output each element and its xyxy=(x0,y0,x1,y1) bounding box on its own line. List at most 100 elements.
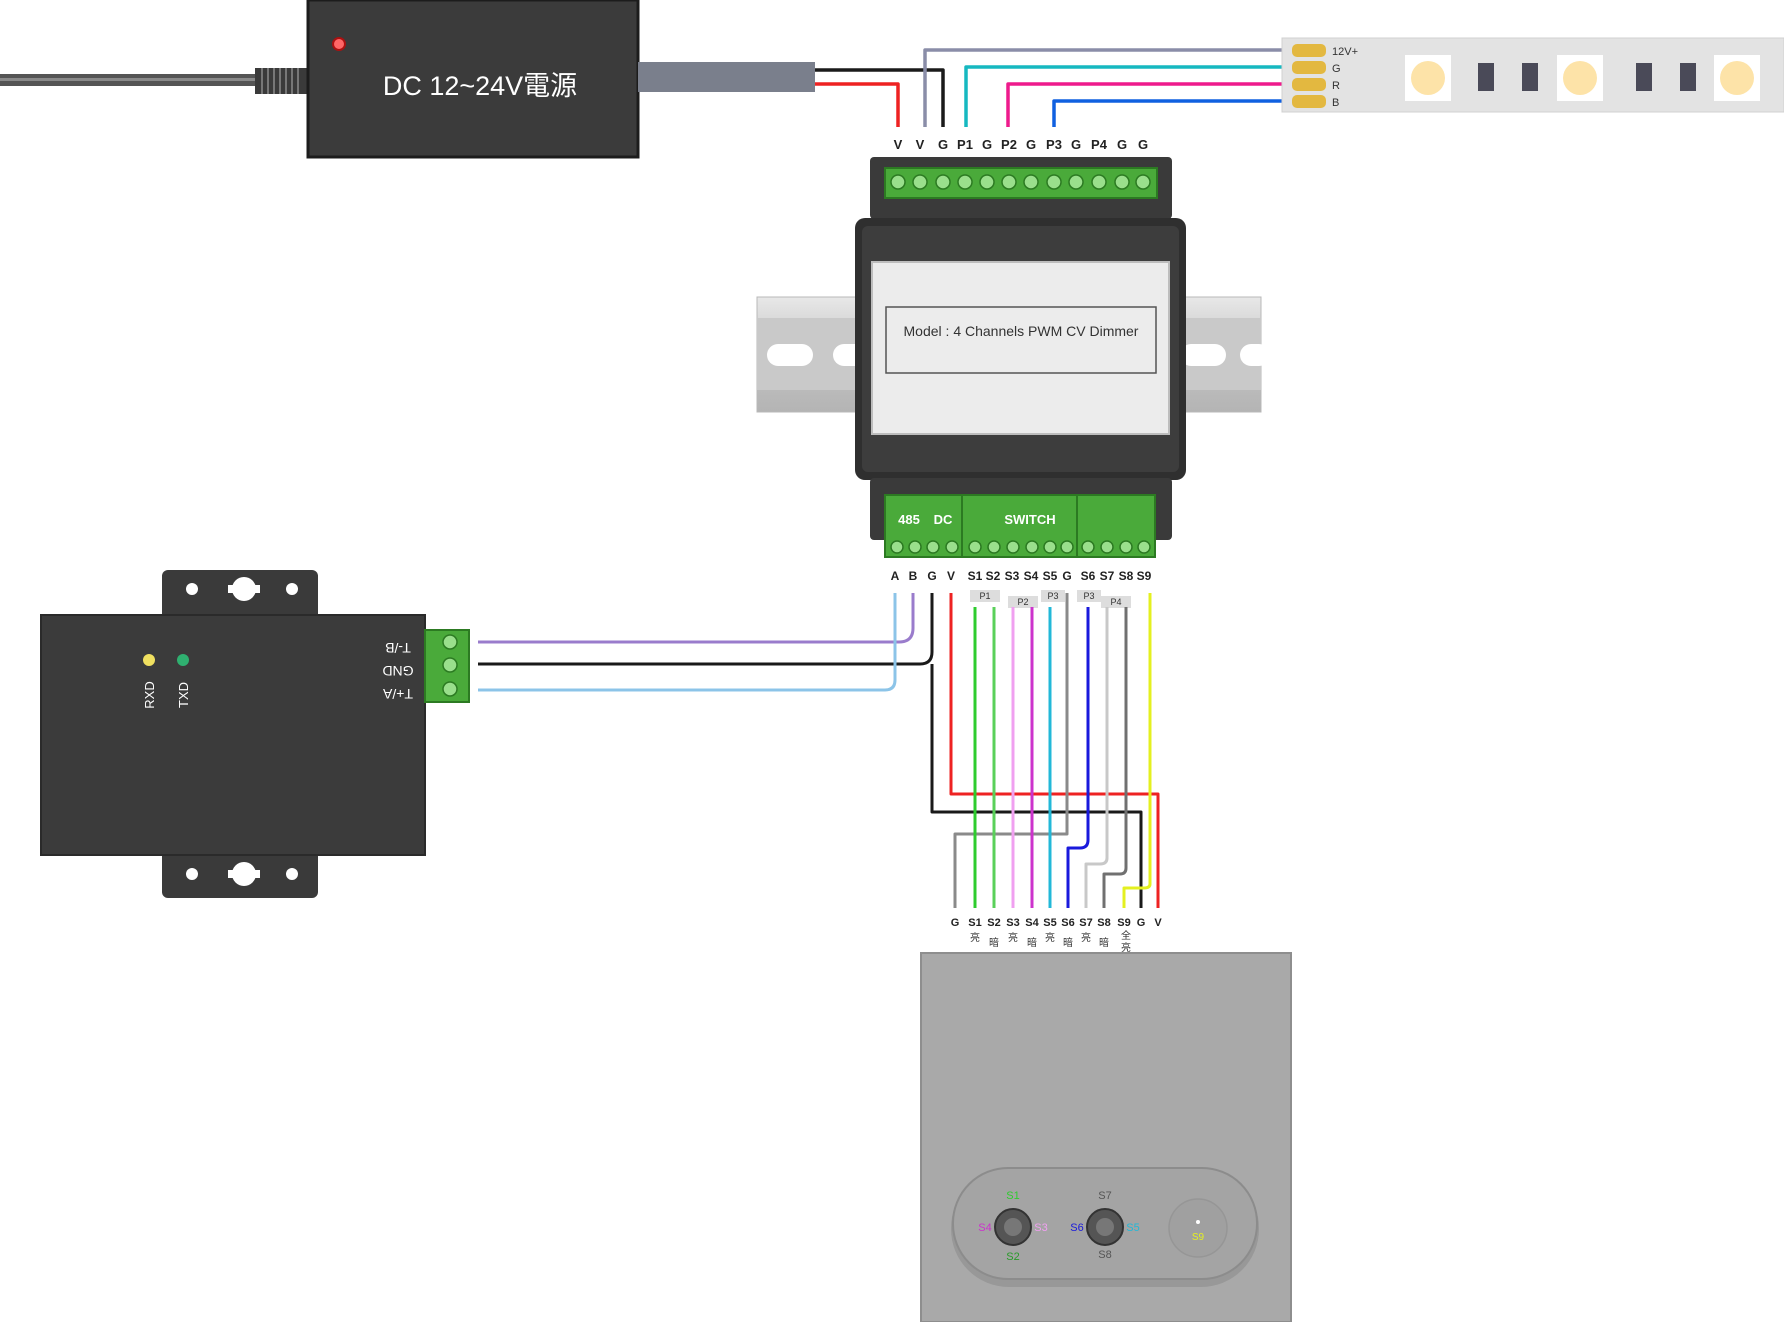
wire-s9 xyxy=(1122,593,1152,908)
bottom-terminal-label: S6 xyxy=(1081,569,1096,583)
bottom-terminal-label: G xyxy=(927,569,936,583)
wire-black-g485 xyxy=(478,593,934,666)
switch-terminal-label: S8 xyxy=(1097,917,1110,929)
top-terminal-label: V xyxy=(894,137,903,152)
switch-terminal-label: S2 xyxy=(987,917,1000,929)
wire-blue-b xyxy=(1052,99,1290,127)
top-terminal-label: V xyxy=(916,137,925,152)
converter-pin-label: T+/A xyxy=(382,686,413,702)
bottom-terminal-label: V xyxy=(947,569,955,583)
switch-note: 亮 xyxy=(1045,931,1055,944)
bottom-terminal-label: G xyxy=(1062,569,1071,583)
bottom-terminal-label: S8 xyxy=(1119,569,1134,583)
panel-label-s2: S2 xyxy=(1006,1251,1019,1263)
switch-note: 暗 xyxy=(989,936,999,949)
top-terminal-label: G xyxy=(938,137,948,152)
led-strip: 12V+ G R B xyxy=(1281,37,1784,113)
bottom-terminal-label: A xyxy=(891,569,900,583)
converter-body xyxy=(40,614,426,856)
dimmer-bottom-labels: A B G V S1 S2 S3 S4 S5 G S6 S7 S8 S9 xyxy=(891,569,1152,583)
dimmer-label-panel xyxy=(871,261,1170,435)
group-tag: P2 xyxy=(1017,597,1028,607)
switch-terminal-labels: G S1 S2 S3 S4 S5 S6 S7 S8 S9 G V xyxy=(951,917,1163,929)
panel-label-s9: S9 xyxy=(1192,1232,1205,1243)
s9-button-icon[interactable] xyxy=(1168,1198,1228,1258)
top-terminal-label: G xyxy=(1117,137,1127,152)
group-tag: P1 xyxy=(979,591,990,601)
bottom-terminal-label: S4 xyxy=(1024,569,1039,583)
wire-red-v-switch xyxy=(949,593,1160,908)
switch-terminal-label: S5 xyxy=(1043,917,1056,929)
wire-black-g xyxy=(815,68,945,127)
model-box xyxy=(885,306,1157,374)
top-terminal-label: P1 xyxy=(957,137,973,152)
txd-led-icon xyxy=(177,654,189,666)
panel-label-s4: S4 xyxy=(978,1222,991,1234)
switch-terminal-label: S4 xyxy=(1025,917,1039,929)
panel-label-s6: S6 xyxy=(1070,1222,1083,1234)
switch-wires xyxy=(930,593,1160,908)
wire-black-g-switch xyxy=(930,664,1143,908)
top-terminal-label: G xyxy=(1071,137,1081,152)
top-terminal-label: G xyxy=(1138,137,1148,152)
power-output-cable xyxy=(638,62,815,92)
strip-pin-label: G xyxy=(1332,63,1341,75)
wire-purple-b xyxy=(478,593,915,644)
power-led-icon xyxy=(332,37,346,51)
power-cord-highlight xyxy=(0,78,260,81)
bottom-terminal-label: S2 xyxy=(986,569,1001,583)
switch-terminal-label: G xyxy=(1137,917,1146,929)
section-dc-label: DC xyxy=(934,512,953,527)
converter-pin-label: T-/B xyxy=(385,640,411,656)
top-terminal-label: P3 xyxy=(1046,137,1062,152)
bottom-terminal-label: S1 xyxy=(968,569,983,583)
resistor xyxy=(1636,63,1652,91)
converter-pin-label: GND xyxy=(382,663,413,679)
switch-note: 暗 xyxy=(1063,936,1073,949)
pad-g xyxy=(1292,61,1326,74)
rxd-led-icon xyxy=(143,654,155,666)
bottom-terminal-label: S7 xyxy=(1100,569,1115,583)
right-knob[interactable] xyxy=(1086,1208,1124,1246)
switch-terminal-label: V xyxy=(1154,917,1162,929)
mount-hole-icon xyxy=(186,868,198,880)
switch-terminal-label: S9 xyxy=(1117,917,1130,929)
switch-note: 暗 xyxy=(1099,936,1109,949)
wire-gray-12v xyxy=(923,48,1290,127)
switch-terminal-label: S3 xyxy=(1006,917,1019,929)
switch-note: 暗 xyxy=(1027,936,1037,949)
strip-pin-label: 12V+ xyxy=(1332,46,1358,58)
wire-s8 xyxy=(1102,607,1128,908)
power-supply-label: DC 12~24V電源 xyxy=(383,71,577,101)
group-tags: P1 P2 P3 P3 P4 xyxy=(970,590,1131,608)
section-485-label: 485 xyxy=(898,512,920,527)
dimmer-top-labels: V V G P1 G P2 G P3 G P4 G G xyxy=(894,137,1148,152)
right-knob-center xyxy=(1096,1218,1114,1236)
pad-r xyxy=(1292,78,1326,91)
wire-s6 xyxy=(1066,607,1090,908)
wire-magenta-r xyxy=(1006,82,1290,127)
switch-terminal-label: S6 xyxy=(1061,917,1074,929)
pad-b xyxy=(1292,95,1326,108)
wall-panel: S1 S2 S4 S3 S7 S8 S6 S5 S9 xyxy=(920,952,1292,1322)
s9-button[interactable] xyxy=(1168,1198,1228,1258)
top-terminal-label: P2 xyxy=(1001,137,1017,152)
panel-label-s3: S3 xyxy=(1034,1222,1047,1234)
rs485-converter: RXD TXD T-/B GND T+/A xyxy=(40,570,470,898)
top-terminal-label: G xyxy=(1026,137,1036,152)
section-switch-label: SWITCH xyxy=(1004,512,1055,527)
wire-lightblue-a xyxy=(478,593,897,692)
group-tag-bg xyxy=(1101,596,1131,608)
top-terminal-label: G xyxy=(982,137,992,152)
strip-pin-label: B xyxy=(1332,97,1339,109)
panel-label-s5: S5 xyxy=(1126,1222,1139,1234)
switch-terminal-label: G xyxy=(951,917,960,929)
wire-s7 xyxy=(1084,607,1109,908)
power-supply: DC 12~24V電源 xyxy=(0,0,815,159)
pad-12v xyxy=(1292,44,1326,57)
bottom-terminal-label: B xyxy=(909,569,918,583)
left-knob[interactable] xyxy=(994,1208,1032,1246)
switch-terminal-label: S7 xyxy=(1079,917,1092,929)
mount-hole-icon xyxy=(186,583,198,595)
rxd-label: RXD xyxy=(142,681,157,708)
